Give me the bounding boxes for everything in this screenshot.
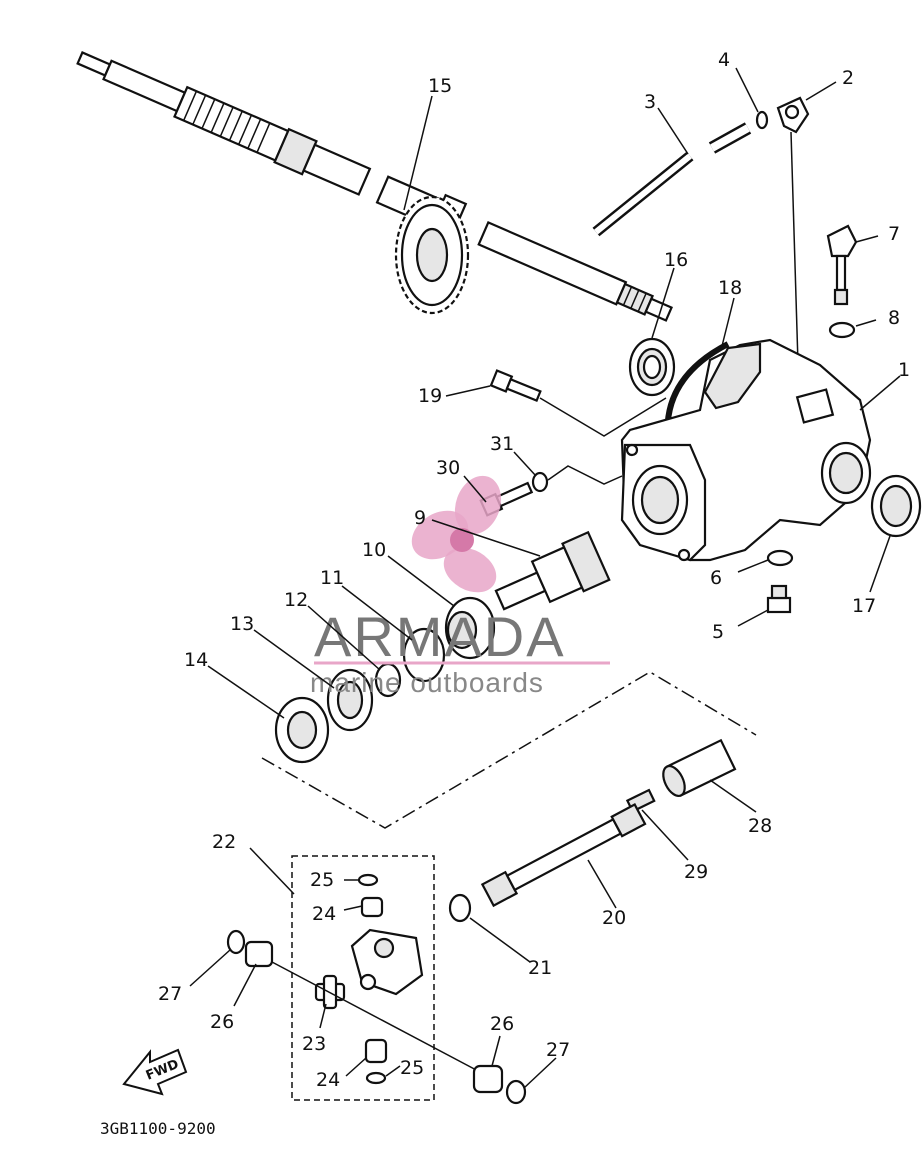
part-20-shaft xyxy=(480,803,647,908)
label-3: 3 xyxy=(644,91,656,113)
label-15: 15 xyxy=(428,75,452,97)
part-26-bushing-right xyxy=(472,1064,504,1094)
armada-logo-icon xyxy=(411,475,502,593)
gear-wheel xyxy=(394,195,470,315)
part-14-retainer xyxy=(274,696,330,764)
part-16-bearing xyxy=(628,337,676,397)
part-21-circlip xyxy=(448,893,472,923)
part-26-bushing-left xyxy=(244,940,274,968)
label-30: 30 xyxy=(436,457,460,479)
label-24-top: 24 xyxy=(312,903,336,925)
label-8: 8 xyxy=(888,307,900,329)
part-25-clip-top xyxy=(357,873,379,887)
label-21: 21 xyxy=(528,957,552,979)
part-19-bolt xyxy=(489,369,542,403)
part-31-washer xyxy=(531,471,549,493)
part-1-gear-case xyxy=(620,338,872,562)
label-24-bottom: 24 xyxy=(316,1069,340,1091)
part-24-cap-bottom xyxy=(364,1038,388,1064)
label-20: 20 xyxy=(602,907,626,929)
label-23: 23 xyxy=(302,1033,326,1055)
label-27-left: 27 xyxy=(158,983,182,1005)
label-31: 31 xyxy=(490,433,514,455)
part-13-bearing xyxy=(326,668,374,732)
label-5: 5 xyxy=(712,621,724,643)
watermark-brand: ARMADA xyxy=(314,605,566,668)
part-number-labels: 15 3 4 2 7 8 1 16 18 19 31 30 9 10 11 12… xyxy=(158,49,910,1091)
part-15-shaft xyxy=(76,51,673,322)
label-9: 9 xyxy=(414,507,426,529)
part-5-drain-plug xyxy=(766,584,792,614)
label-12: 12 xyxy=(284,589,308,611)
part-8-oring xyxy=(828,321,856,339)
label-13: 13 xyxy=(230,613,254,635)
part-24-cap-top xyxy=(360,896,384,918)
label-17: 17 xyxy=(852,595,876,617)
leader-lines xyxy=(189,67,901,1089)
label-14: 14 xyxy=(184,649,208,671)
label-29: 29 xyxy=(684,861,708,883)
threads xyxy=(182,90,647,312)
label-26-right: 26 xyxy=(490,1013,514,1035)
watermark-tagline: marine outboards xyxy=(310,667,544,698)
part-10-bearing xyxy=(444,596,496,660)
part-7-valve xyxy=(826,224,858,306)
part-27-washer-right xyxy=(505,1079,527,1105)
label-6: 6 xyxy=(710,567,722,589)
part-3-tube xyxy=(592,122,752,237)
part-28-sleeve xyxy=(662,738,737,798)
drawing-code: 3GB1100-9200 xyxy=(100,1119,216,1138)
label-7: 7 xyxy=(888,223,900,245)
label-25-bottom: 25 xyxy=(400,1057,424,1079)
label-10: 10 xyxy=(362,539,386,561)
label-26-left: 26 xyxy=(210,1011,234,1033)
label-25-top: 25 xyxy=(310,869,334,891)
part-22-universal-joint-box xyxy=(291,855,435,1101)
label-2: 2 xyxy=(842,67,854,89)
label-16: 16 xyxy=(664,249,688,271)
part-9-pinion xyxy=(494,530,611,611)
label-4: 4 xyxy=(718,49,730,71)
part-27-washer-left xyxy=(226,929,246,955)
part-4-clip xyxy=(755,110,769,130)
part-6-washer xyxy=(766,549,794,567)
label-22: 22 xyxy=(212,831,236,853)
part-17-bearing xyxy=(870,474,922,538)
label-11: 11 xyxy=(320,567,344,589)
label-1: 1 xyxy=(898,359,910,381)
part-2-elbow xyxy=(776,96,810,134)
label-19: 19 xyxy=(418,385,442,407)
part-25-clip-bottom xyxy=(365,1071,387,1085)
label-27-right: 27 xyxy=(546,1039,570,1061)
label-18: 18 xyxy=(718,277,742,299)
forward-direction-arrow: FWD xyxy=(122,1048,188,1096)
label-28: 28 xyxy=(748,815,772,837)
part-11-oring xyxy=(402,627,446,683)
